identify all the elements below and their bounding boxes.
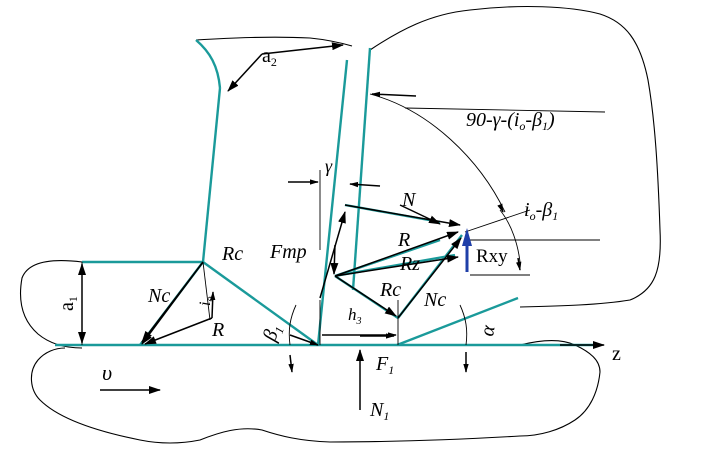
label-beta1: β1 — [258, 321, 286, 345]
workpiece-outline — [20, 260, 601, 444]
label-alpha: α — [476, 323, 500, 338]
helper-lines — [81, 93, 606, 346]
label-Rc-upper: Rc — [379, 279, 401, 301]
label-h3: h3 — [348, 305, 362, 327]
rxy-force — [462, 228, 472, 272]
label-a2: a2 — [262, 45, 277, 69]
label-Nc-upper: Nc — [423, 289, 446, 311]
chip-outline — [369, 5, 661, 308]
label-io-beta: io-β1 — [524, 199, 558, 223]
force-arrows — [78, 42, 605, 410]
label-R-upper: R — [397, 229, 410, 251]
label-N: N — [401, 189, 417, 211]
label-Fmp: Fmp — [269, 241, 307, 263]
label-Rc-left: Rc — [221, 243, 243, 265]
label-Rz: Rz — [399, 253, 420, 275]
label-Rxy: Rxy — [476, 246, 508, 267]
label-N1: N1 — [369, 399, 389, 423]
label-z: z — [612, 343, 621, 365]
label-Nc-left: Nc — [147, 285, 170, 307]
label-gamma: γ — [325, 156, 333, 176]
tool-outline-top — [195, 36, 353, 47]
label-io-left: io — [197, 297, 216, 306]
tool-edges — [55, 39, 600, 347]
label-R-left: R — [211, 319, 224, 341]
label-a1: a1 — [56, 296, 80, 311]
label-F1: F1 — [375, 353, 394, 377]
label-v: υ — [102, 360, 112, 385]
label-angle-formula: 90-γ-(io-β1) — [466, 109, 555, 133]
